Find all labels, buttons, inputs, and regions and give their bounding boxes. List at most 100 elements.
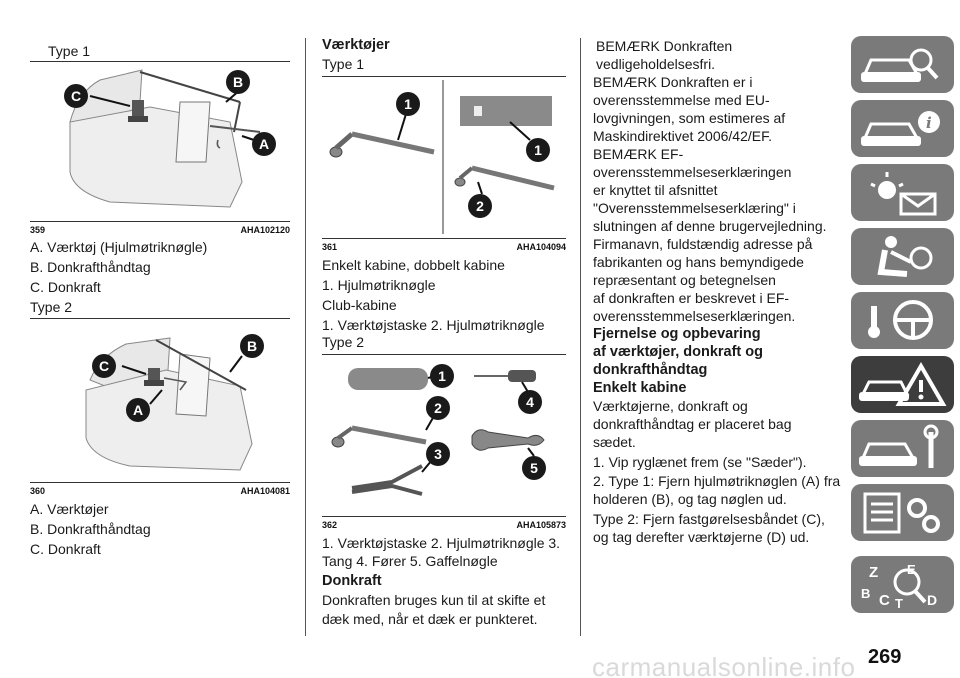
callout-a: A <box>126 398 150 422</box>
jack-text-line: dæk med, når et dæk er punkteret. <box>322 611 538 627</box>
fig362-caption-line: Tang 4. Fører 5. Gaffelnøgle <box>322 553 498 569</box>
callout-4: 4 <box>518 390 542 414</box>
wrench-toolbag-illustration <box>329 80 555 234</box>
tab-index[interactable]: Z E B C T D <box>851 556 954 613</box>
fig360-caption-b: B. Donkrafthåndtag <box>30 521 151 537</box>
step-2: holderen (B), og tag nøglen ud. <box>593 491 787 507</box>
fig361-caption-line: Club-kabine <box>322 297 397 313</box>
figure-360: C B A <box>30 320 290 480</box>
fig360-caption-a: A. Værktøjer <box>30 501 109 517</box>
figure-bottom-rule <box>322 238 566 239</box>
step-1: 1. Vip ryglænet frem (se "Sæder"). <box>593 454 807 470</box>
fig362-caption-line: 1. Værktøjstaske 2. Hjulmøtriknøgle 3. <box>322 535 561 551</box>
fig360-code: AHA104081 <box>240 486 290 496</box>
figure-top-rule <box>30 61 290 62</box>
callout-2: 2 <box>468 194 492 218</box>
jack-text-line: Donkraften bruges kun til at skifte et <box>322 592 546 608</box>
callout-c: C <box>92 354 116 378</box>
type1-label: Type 1 <box>322 56 365 72</box>
seat-jack-illustration <box>69 69 261 208</box>
tab-emergency[interactable] <box>851 356 954 413</box>
body-line: donkrafthåndtag er placeret bag <box>593 416 792 432</box>
fig359-caption-a: A. Værktøj (Hjulmøtriknøgle) <box>30 239 208 255</box>
jack-heading: Donkraft <box>322 573 382 589</box>
fig359-caption-b: B. Donkrafthåndtag <box>30 259 151 275</box>
tab-car-search[interactable] <box>851 36 954 93</box>
figure-bottom-rule <box>30 221 290 222</box>
car-search-icon <box>861 48 939 82</box>
note-line: Firmanavn, fuldstændig adresse på <box>593 236 813 252</box>
fig361-caption-line: Enkelt kabine, dobbelt kabine <box>322 257 505 273</box>
fig360-caption-c: C. Donkraft <box>30 541 101 557</box>
note-line: BEMÆRK Donkraften <box>596 38 733 54</box>
removal-heading: Fjernelse og opbevaring <box>593 326 761 342</box>
watermark: carmanualsonline.info <box>592 652 856 678</box>
callout-1: 1 <box>396 92 420 116</box>
tab-starting-driving[interactable] <box>851 292 954 349</box>
figure-361: 1 1 2 <box>322 78 566 236</box>
single-cab-heading: Enkelt kabine <box>593 380 687 396</box>
svg-text:i: i <box>926 114 932 132</box>
callout-b: B <box>240 334 264 358</box>
fig362-number: 362 <box>322 520 338 530</box>
note-line: er knyttet til afsnittet <box>593 182 718 198</box>
tab-car-info[interactable]: i <box>851 100 954 157</box>
fig361-code: AHA104094 <box>516 242 566 252</box>
note-line: vedligeholdelsesfri. <box>596 56 716 72</box>
note-line: overensstemmelseserklæringen. <box>593 308 796 324</box>
tab-warning-lights[interactable] <box>851 164 954 221</box>
fig360-number: 360 <box>30 486 46 496</box>
body-line: Værktøjerne, donkraft og <box>593 398 748 414</box>
body-line: sædet. <box>593 434 636 450</box>
callout-5: 5 <box>522 456 546 480</box>
index-letter: E <box>907 562 916 577</box>
callout-c: C <box>64 84 88 108</box>
car-wrench-icon <box>859 424 939 468</box>
figure-bottom-rule <box>30 482 290 483</box>
note-line: overensstemmelseserklæringen <box>593 164 792 180</box>
index-letter: D <box>927 592 938 608</box>
note-line: slutningen af denne brugervejledning. <box>593 218 827 234</box>
column-divider <box>580 38 581 636</box>
page-number: 269 <box>868 646 902 668</box>
figure-359: C B A <box>30 62 290 220</box>
note-line: fabrikanten og hans bemyndigede <box>593 254 804 270</box>
note-line: BEMÆRK Donkraften er i <box>593 74 753 90</box>
tab-technical-data[interactable] <box>851 484 954 541</box>
index-letter: T <box>895 596 903 611</box>
callout-1: 1 <box>430 364 454 388</box>
list-gears-icon <box>863 492 940 534</box>
callout-a: A <box>252 132 276 156</box>
fig359-caption-c: C. Donkraft <box>30 279 101 295</box>
car-info-icon: i <box>861 111 940 146</box>
step-3: og tag derefter værktøjerne (D) ud. <box>593 529 810 545</box>
column-divider <box>305 38 306 636</box>
step-2: 2. Type 1: Fjern hjulmøtriknøglen (A) fr… <box>593 473 841 489</box>
note-line: lovgivningen, som estimeres af <box>593 110 786 126</box>
step-3: Type 2: Fjern fastgørelsesbåndet (C), <box>593 511 825 527</box>
note-line: overensstemmelse med EU- <box>593 92 770 108</box>
index-letter: C <box>879 592 890 609</box>
tab-maintenance[interactable] <box>851 420 954 477</box>
fig361-caption-line: 1. Hjulmøtriknøgle <box>322 277 436 293</box>
fig361-number: 361 <box>322 242 338 252</box>
removal-heading: donkrafthåndtag <box>593 362 708 378</box>
callout-2: 2 <box>426 396 450 420</box>
type1-label: Type 1 <box>48 43 91 59</box>
index-letter: B <box>861 586 871 601</box>
tab-safety[interactable] <box>851 228 954 285</box>
figure-top-rule <box>322 354 566 355</box>
type2-label: Type 2 <box>322 334 365 350</box>
key-steering-wheel-icon <box>868 300 933 340</box>
note-line: af donkraften er beskrevet i EF- <box>593 290 790 306</box>
fig362-code: AHA105873 <box>516 520 566 530</box>
warning-light-mail-icon <box>870 172 937 216</box>
seat-airbag-icon <box>877 236 933 277</box>
car-warning-triangle-icon <box>859 362 947 406</box>
callout-1: 1 <box>526 138 550 162</box>
note-line: Maskindirektivet 2006/42/EF. <box>593 128 772 144</box>
index-letter: Z <box>869 564 879 581</box>
fig359-code: AHA102120 <box>240 225 290 235</box>
removal-heading: af værktøjer, donkraft og <box>593 344 764 360</box>
type2-label: Type 2 <box>30 299 73 315</box>
